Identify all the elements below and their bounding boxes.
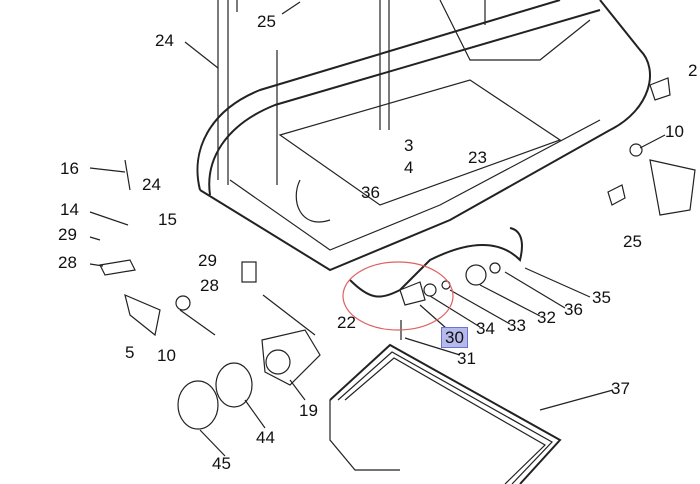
- callout-34[interactable]: 34: [476, 319, 495, 338]
- callout-15[interactable]: 15: [158, 210, 177, 229]
- callout-ellipse: [342, 261, 454, 331]
- callout-10[interactable]: 10: [665, 122, 684, 141]
- callout-31[interactable]: 31: [457, 349, 476, 368]
- callout-29[interactable]: 29: [58, 225, 77, 244]
- callout-23[interactable]: 23: [468, 148, 487, 167]
- callout-44[interactable]: 44: [256, 428, 275, 447]
- callout-35[interactable]: 35: [592, 288, 611, 307]
- callout-14[interactable]: 14: [60, 200, 79, 219]
- callout-33[interactable]: 33: [507, 316, 526, 335]
- callout-29[interactable]: 29: [198, 251, 217, 270]
- callout-24[interactable]: 24: [155, 31, 174, 50]
- callout-32[interactable]: 32: [537, 308, 556, 327]
- callout-3[interactable]: 3: [404, 136, 414, 155]
- callout-22[interactable]: 22: [337, 313, 356, 332]
- callout-19[interactable]: 19: [299, 401, 318, 420]
- callout-36[interactable]: 36: [361, 183, 380, 202]
- callout-5[interactable]: 5: [125, 343, 135, 362]
- callout-2[interactable]: 2: [688, 61, 698, 80]
- callout-36[interactable]: 36: [564, 300, 583, 319]
- callout-25[interactable]: 25: [257, 12, 276, 31]
- callout-24[interactable]: 24: [142, 175, 161, 194]
- callout-25[interactable]: 25: [623, 232, 642, 251]
- callout-10[interactable]: 10: [157, 346, 176, 365]
- callout-37[interactable]: 37: [611, 379, 630, 398]
- callout-16[interactable]: 16: [60, 159, 79, 178]
- callout-4[interactable]: 4: [404, 158, 414, 177]
- callout-28[interactable]: 28: [58, 253, 77, 272]
- callout-30-highlighted[interactable]: 30: [441, 327, 468, 348]
- callout-45[interactable]: 45: [212, 454, 231, 473]
- callout-28[interactable]: 28: [200, 276, 219, 295]
